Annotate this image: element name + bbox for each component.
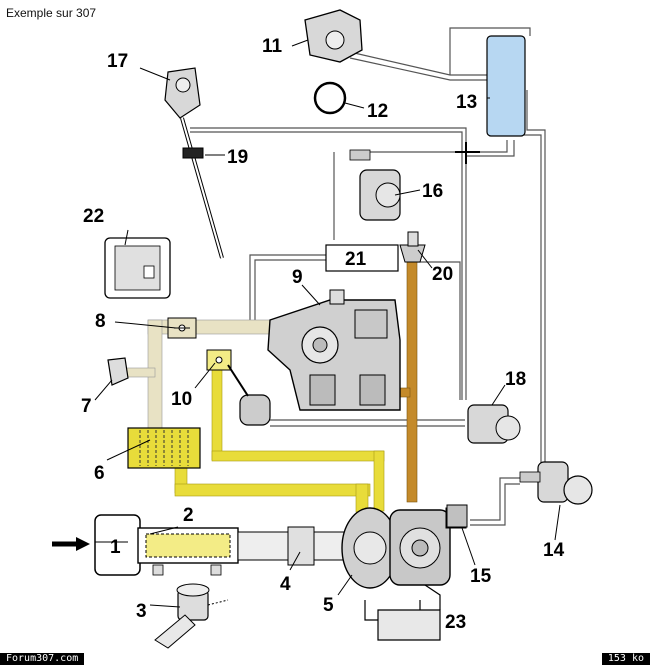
footer-site: Forum307.com — [0, 653, 85, 665]
label-10: 10 — [171, 389, 192, 410]
label-5: 5 — [323, 595, 334, 616]
connector-block-21 — [325, 244, 399, 272]
junction-8 — [167, 317, 197, 339]
label-23: 23 — [445, 612, 466, 633]
vacuum-pump — [304, 9, 363, 63]
wastegate-actuator — [227, 364, 271, 426]
ecu-module — [104, 237, 171, 299]
junction-10 — [206, 349, 232, 371]
leader-lines — [94, 39, 561, 620]
yellow-pipes — [174, 364, 385, 513]
hose-clip-19 — [182, 147, 204, 159]
intake-duct — [137, 526, 345, 576]
egr-valve-20 — [399, 231, 426, 263]
label-8: 8 — [95, 311, 106, 332]
vacuum-reservoir — [486, 35, 526, 137]
label-22: 22 — [83, 206, 104, 227]
label-13: 13 — [456, 92, 477, 113]
recirculation-valve — [154, 583, 229, 649]
label-20: 20 — [432, 264, 453, 285]
solenoid-valve-14 — [519, 461, 593, 505]
temperature-sensor — [107, 357, 129, 386]
air-filter-box — [52, 514, 141, 576]
label-16: 16 — [422, 181, 443, 202]
label-14: 14 — [543, 540, 565, 561]
intercooler — [127, 427, 201, 469]
label-15: 15 — [470, 566, 492, 587]
exhaust-downpipe — [364, 584, 441, 641]
diagram-caption: Exemple sur 307 — [6, 6, 97, 20]
label-1: 1 — [110, 537, 121, 558]
turbo-actuator — [446, 504, 468, 528]
label-3: 3 — [136, 601, 147, 622]
vacuum-lines — [190, 27, 546, 526]
intake-manifold — [267, 289, 401, 411]
o-ring — [313, 81, 347, 115]
component-numbers: 1 2 3 4 5 6 7 8 9 10 11 12 13 14 15 16 1… — [81, 36, 565, 633]
cross-connector — [455, 142, 480, 164]
pressure-sensor-17 — [164, 67, 224, 259]
label-7: 7 — [81, 396, 92, 417]
footer-size: 153 ko — [601, 653, 650, 665]
label-2: 2 — [183, 505, 194, 526]
solenoid-valve-18 — [467, 404, 521, 444]
label-4: 4 — [280, 574, 291, 595]
label-6: 6 — [94, 463, 105, 484]
label-9: 9 — [292, 267, 303, 288]
label-21: 21 — [345, 249, 367, 270]
label-19: 19 — [227, 147, 248, 168]
label-12: 12 — [367, 101, 388, 122]
label-18: 18 — [505, 369, 526, 390]
label-17: 17 — [107, 51, 128, 72]
label-11: 11 — [262, 36, 283, 57]
solenoid-valve-16 — [349, 149, 401, 221]
